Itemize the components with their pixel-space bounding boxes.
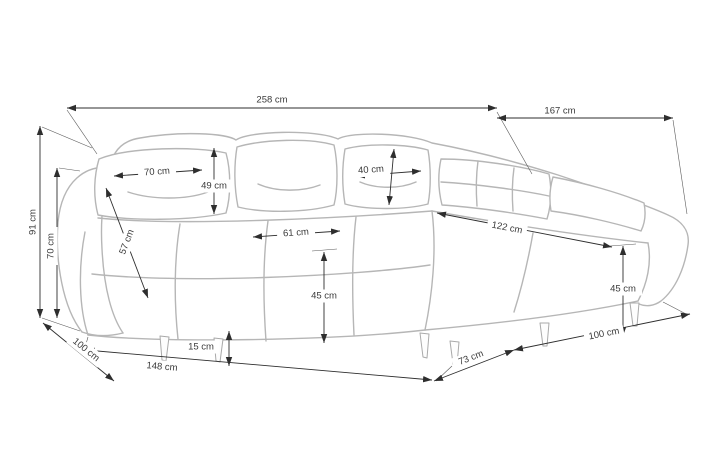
reference-tick <box>609 243 637 247</box>
chaise-crease <box>513 232 534 313</box>
sofa-leg <box>629 302 640 327</box>
dim-depth-left: 100 cm <box>42 322 115 382</box>
sofa-leg <box>419 332 430 359</box>
dim-label-seat-height-right: 45 cm <box>610 284 636 295</box>
dim-label-total-width: 258 cm <box>256 95 287 106</box>
back-cushion-2 <box>234 139 338 212</box>
dim-label-back-cushion-height: 49 cm <box>201 181 227 192</box>
dim-corner-width: 73 cm <box>433 345 515 382</box>
dim-back-cushion-height: 49 cm <box>195 148 233 214</box>
dim-seat-height: 45 cm <box>305 252 343 343</box>
extension-line <box>496 111 533 175</box>
dim-label-arm-height: 70 cm <box>46 233 57 259</box>
reference-tick <box>311 248 338 252</box>
dim-seat-cushion-width: 61 cm <box>252 225 341 241</box>
dim-small-cushion: 40 cm <box>351 148 422 206</box>
extension-line <box>58 167 81 172</box>
dim-label-front-edge: 148 cm <box>146 360 178 374</box>
dim-chaise-seat-length: 122 cm <box>436 211 613 249</box>
chaise-front-edge <box>424 300 639 331</box>
dim-label-seat-cushion-width: 61 cm <box>283 227 310 240</box>
seat-corner-edge <box>424 210 435 331</box>
extension-line <box>662 301 689 316</box>
back-cushion-4-grid-v2 <box>511 167 515 212</box>
seat-crease-h <box>91 264 431 280</box>
dim-total-width: 258 cm <box>67 93 497 112</box>
dim-front-edge: 148 cm <box>85 347 433 383</box>
chaise-right-edge <box>637 242 651 302</box>
dim-label-seat-height: 45 cm <box>311 291 337 302</box>
extension-line <box>41 126 93 149</box>
seat-crease-v1 <box>174 223 181 340</box>
dim-back-cushion-width: 70 cm <box>113 164 203 180</box>
dim-back-height: 91 cm <box>26 126 44 318</box>
back-cushion-2-crease <box>257 183 321 191</box>
dim-label-leg-height: 15 cm <box>188 342 214 353</box>
seat-crease-v3 <box>352 216 357 336</box>
extension-line <box>66 109 98 155</box>
extension-line <box>672 119 688 215</box>
dim-label-depth-left: 100 cm <box>70 336 101 364</box>
seat-left-edge <box>79 231 89 336</box>
seat-crease-v2 <box>263 220 269 342</box>
back-cushion-5 <box>549 176 646 232</box>
dim-chaise-length: 167 cm <box>497 104 673 122</box>
extension-line <box>435 365 453 382</box>
dim-label-back-cushion-width: 70 cm <box>144 166 171 179</box>
dim-label-chaise-length: 167 cm <box>544 106 575 117</box>
back-cushion-4-grid-h <box>440 181 550 197</box>
sofa-back-frame <box>109 131 689 307</box>
dim-arm-height: 70 cm <box>44 168 61 318</box>
sofa-leg <box>539 322 550 347</box>
dim-label-back-height: 91 cm <box>28 209 39 235</box>
seat-front-edge <box>87 329 426 341</box>
back-cushion-4-grid-v1 <box>475 160 479 207</box>
dim-depth-right: 100 cm <box>513 312 691 352</box>
dim-label-small-cushion: 40 cm <box>358 164 385 177</box>
